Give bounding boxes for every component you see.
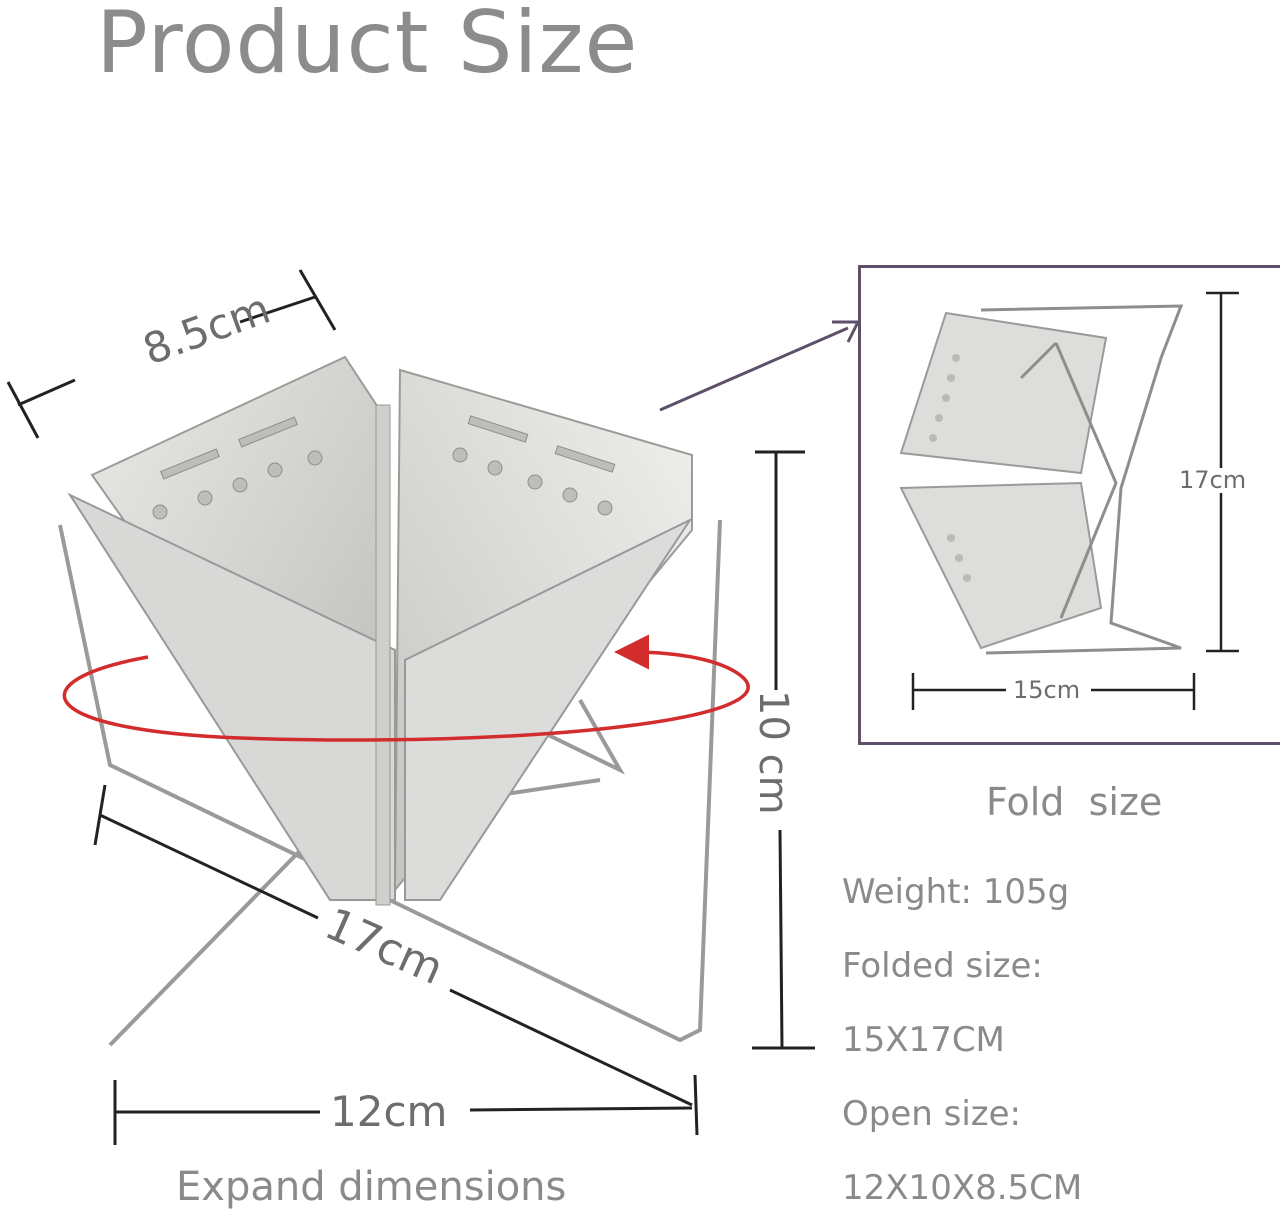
folded-illustration: 17cm 15cm (899, 291, 1246, 710)
spec-folded-label: Folded size: (842, 946, 1043, 986)
fold-width-label: 15cm (1013, 676, 1080, 704)
height-label: 10 cm (750, 690, 796, 815)
width-label: 12cm (330, 1087, 447, 1136)
expand-dimensions-caption: Expand dimensions (176, 1164, 567, 1210)
spec-folded-value: 15X17CM (842, 1020, 1005, 1060)
fold-size-caption: Fold size (986, 780, 1163, 824)
fold-size-inset: 17cm 15cm (858, 265, 1280, 745)
page-title: Product Size (96, 0, 639, 93)
spec-open-label: Open size: (842, 1094, 1021, 1134)
fold-height-label: 17cm (1179, 466, 1246, 494)
dimension-lines (6, 269, 861, 1145)
rotation-arrow (62, 634, 750, 742)
depth-label: 8.5cm (137, 284, 277, 375)
vent-holes (152, 415, 616, 520)
diagonal-label: 17cm (318, 898, 451, 995)
filter-front-panels (67, 404, 693, 906)
spec-weight: Weight: 105g (842, 872, 1070, 912)
spec-open-value: 12X10X8.5CM (842, 1168, 1083, 1208)
